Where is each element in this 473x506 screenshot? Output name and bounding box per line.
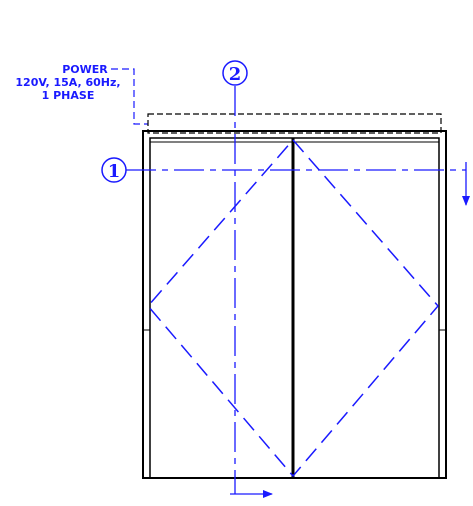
power-leader-line — [111, 68, 148, 125]
section-2-bubble — [222, 60, 248, 86]
power-note-line-1: POWER — [62, 63, 108, 76]
power-note-line-2: 120V, 15A, 60Hz, — [15, 76, 120, 89]
section-line-2: 2 — [222, 60, 273, 498]
section-1-bubble — [101, 157, 127, 183]
power-note: POWER 120V, 15A, 60Hz, 1 PHASE — [15, 63, 148, 125]
power-note-line-3: 1 PHASE — [42, 89, 95, 102]
cabinet-frame — [142, 130, 447, 479]
header-box-dashed — [147, 113, 442, 134]
door-swing-diamond — [147, 138, 439, 478]
section-1-label: 1 — [108, 161, 121, 182]
section-line-1: 1 — [101, 157, 470, 206]
section-2-label: 2 — [229, 64, 242, 85]
